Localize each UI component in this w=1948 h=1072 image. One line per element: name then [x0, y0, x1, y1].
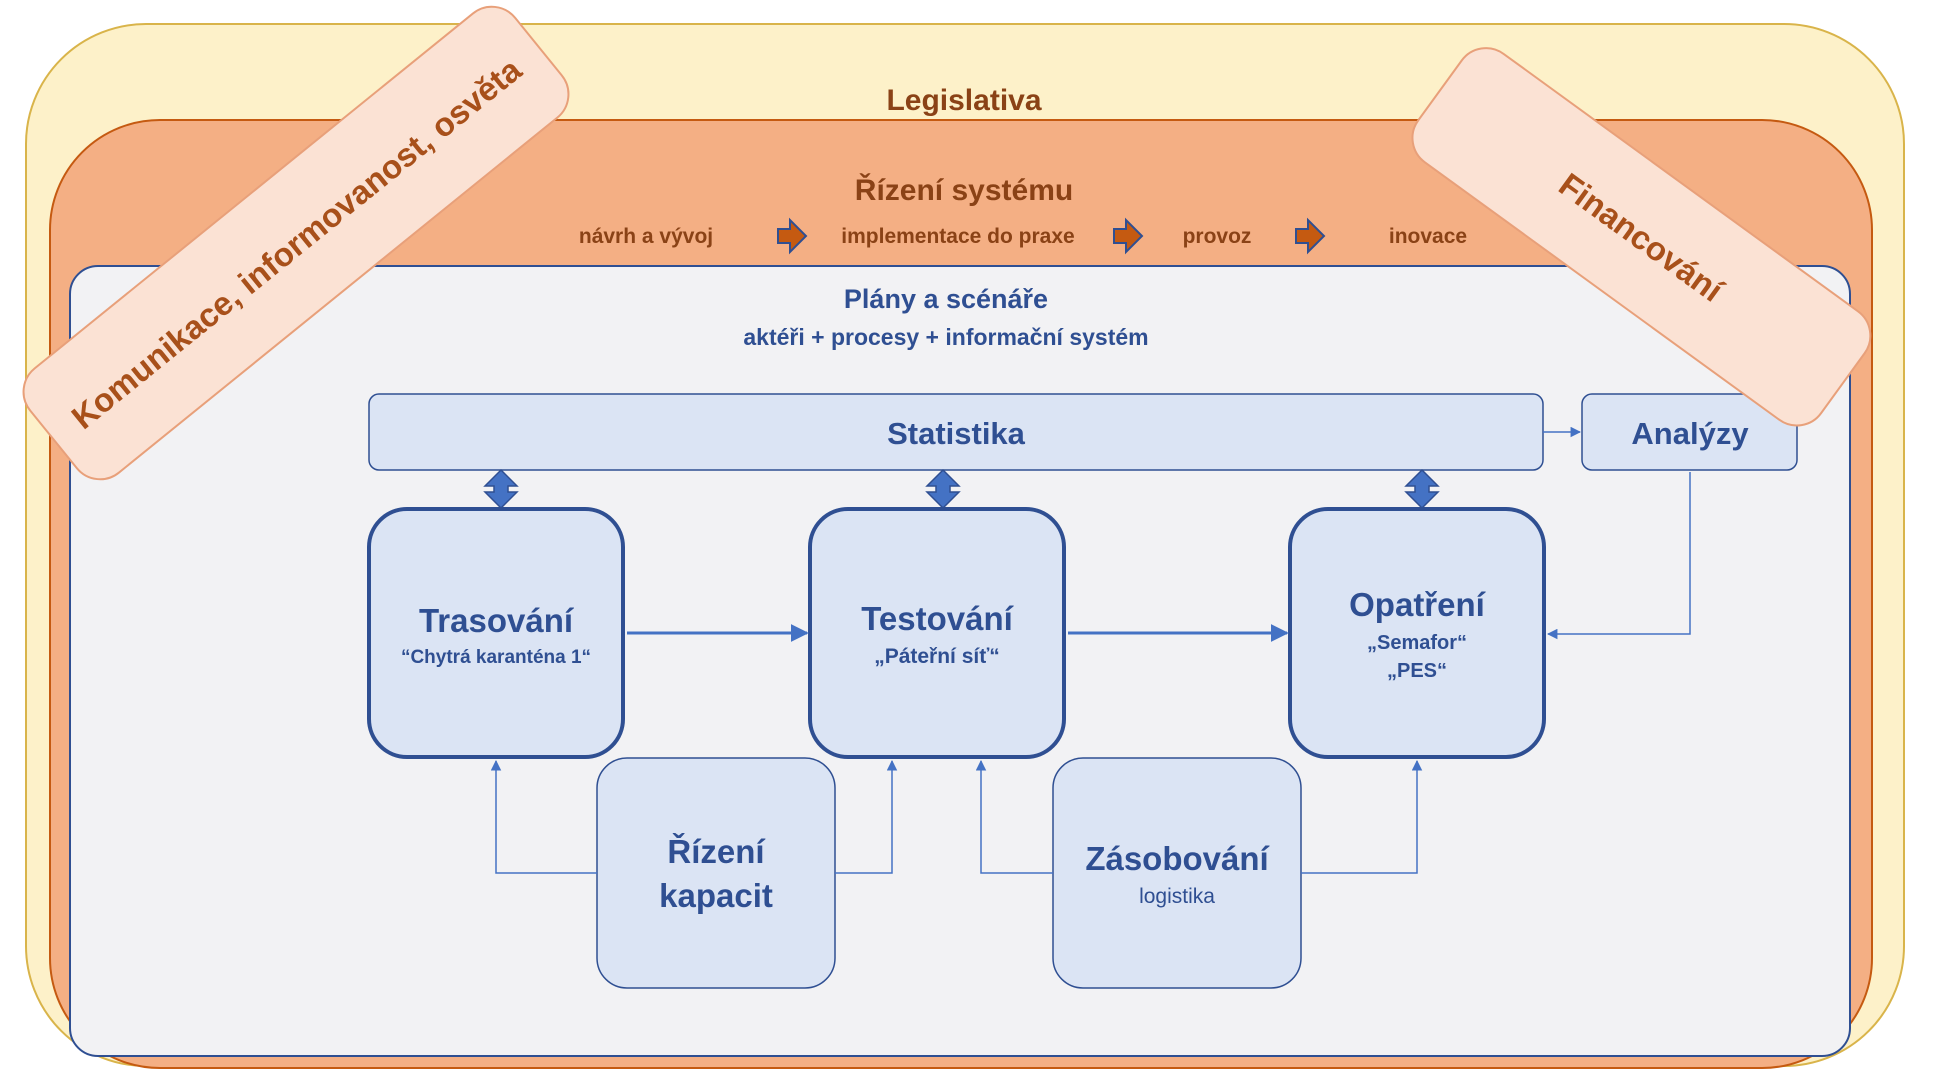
- plans-title: Plány a scénáře: [844, 284, 1048, 314]
- opatreni-title: Opatření: [1349, 586, 1487, 623]
- testovani-title: Testování: [861, 600, 1014, 637]
- testovani-subtitle: „Páteřní síť“: [874, 645, 1000, 668]
- kapacit-to-testovani-connector: [835, 759, 898, 874]
- rizeni-kapacit-line2: kapacit: [659, 877, 773, 914]
- zasobovani-to-opatreni-connector: [1301, 759, 1423, 874]
- trasovani-title: Trasování: [419, 602, 575, 639]
- legislation-title: Legislativa: [886, 84, 1041, 117]
- statistika-label: Statistika: [887, 416, 1026, 451]
- trasovani-subtitle: “Chytrá karanténa 1“: [401, 647, 591, 668]
- kapacit-to-trasovani-connector: [490, 759, 597, 874]
- step-implementace: implementace do praxe: [841, 225, 1074, 248]
- rizeni-kapacit-line1: Řízení: [667, 833, 766, 870]
- zasobovani-to-testovani-connector: [975, 759, 1053, 874]
- step-inovace: inovace: [1389, 225, 1467, 248]
- opatreni-line2: „PES“: [1387, 660, 1447, 682]
- opatreni-box: [1288, 507, 1546, 759]
- step-provoz: provoz: [1183, 225, 1252, 248]
- system-management-title: Řízení systému: [855, 173, 1073, 207]
- step-navrh: návrh a vývoj: [579, 225, 713, 248]
- analyzy-box: [1581, 393, 1798, 471]
- analyzy-to-opatreni-connector: [1546, 472, 1691, 640]
- step-arrow-icon: [1113, 217, 1144, 255]
- rizeni-kapacit-box: [596, 757, 836, 989]
- analyzy-label: Analýzy: [1631, 416, 1749, 451]
- zasobovani-title: Zásobování: [1085, 840, 1270, 877]
- step-arrow-icon: [777, 217, 808, 255]
- step-arrow-icon: [1295, 217, 1326, 255]
- opatreni-line1: „Semafor“: [1367, 632, 1467, 654]
- testovani-box: [808, 507, 1066, 759]
- zasobovani-subtitle: logistika: [1139, 885, 1215, 908]
- trasovani-box: [367, 507, 625, 759]
- plans-subtitle: aktéři + procesy + informační systém: [743, 324, 1148, 350]
